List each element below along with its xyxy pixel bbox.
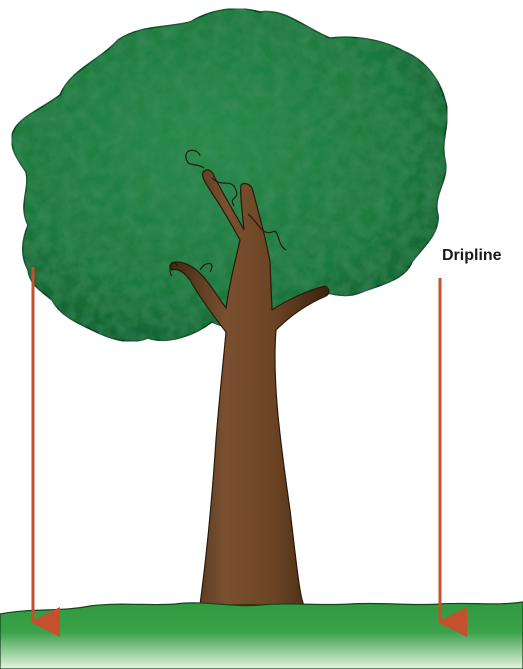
ground xyxy=(0,602,523,669)
dripline-label: Dripline xyxy=(442,247,502,265)
